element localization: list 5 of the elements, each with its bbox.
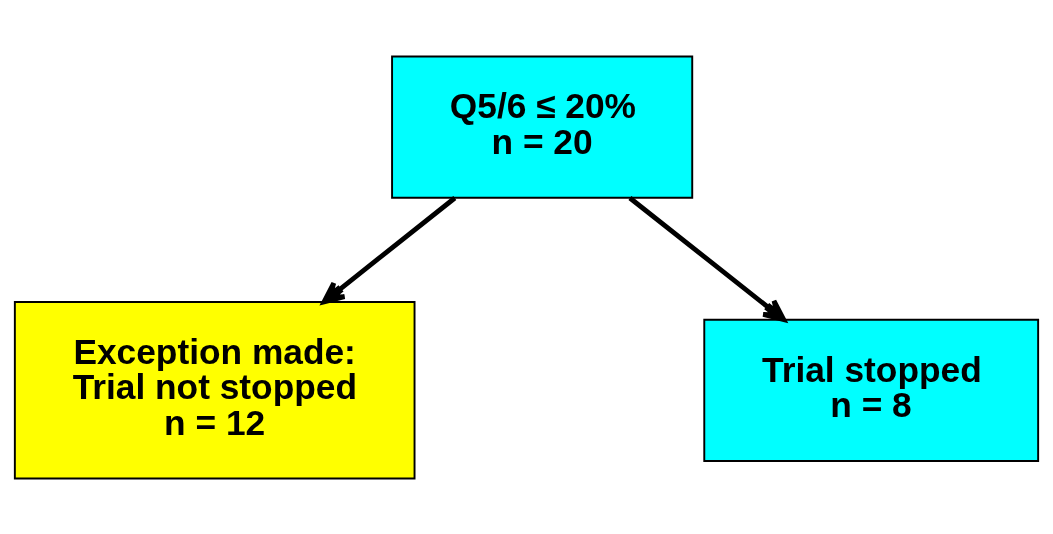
node-box: Exception made: Trial not stopped n = 12 [13, 300, 416, 480]
node-box: Trial stopped n = 8 [703, 318, 1040, 462]
node-box: Q5/6 ≤ 20% n = 20 [391, 54, 694, 199]
arrow [321, 195, 457, 304]
arrow [628, 195, 787, 322]
